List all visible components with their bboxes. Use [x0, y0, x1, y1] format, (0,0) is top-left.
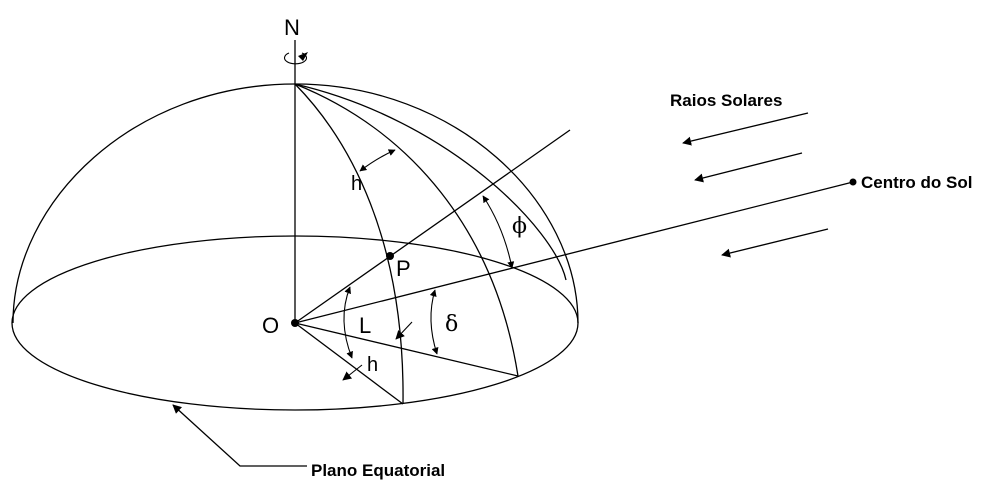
origin-label: O	[262, 313, 279, 338]
meridian-through-p	[294, 83, 404, 405]
zenith-angle-arc	[482, 195, 515, 269]
sun-rays-label: Raios Solares	[670, 91, 782, 110]
sun-ray-arrow-3	[721, 228, 829, 258]
north-label: N	[284, 15, 300, 40]
latitude-arc	[343, 286, 353, 359]
rotation-icon	[283, 52, 308, 65]
meridian-middle	[294, 83, 519, 377]
radius-to-meridian-middle	[294, 322, 519, 377]
sun-center-point	[849, 178, 857, 186]
latitude-label: L	[359, 313, 371, 338]
hour-angle-arc-upper	[359, 149, 396, 172]
point-p-label: P	[396, 256, 411, 281]
point-p	[386, 252, 394, 260]
equatorial-plane-leader	[172, 404, 307, 467]
declination-label: δ	[445, 312, 458, 337]
meridian-outer	[294, 83, 567, 281]
sun-ray-arrow-1	[682, 112, 809, 146]
small-arrow	[395, 321, 413, 340]
sun-line	[294, 181, 854, 324]
zenith-angle-label: ϕ	[512, 214, 527, 239]
equatorial-plane-label: Plano Equatorial	[311, 461, 445, 480]
sun-ray-arrow-2	[694, 152, 803, 183]
declination-arc	[429, 289, 439, 355]
hour-angle-arrow-lower	[342, 364, 363, 381]
hour-angle-lower-label: h	[367, 354, 378, 376]
origin-point	[291, 319, 299, 327]
sun-center-label: Centro do Sol	[861, 173, 972, 192]
zenith-line	[294, 129, 571, 324]
hour-angle-upper-label: h	[351, 173, 362, 195]
radius-to-meridian-p	[294, 322, 404, 405]
